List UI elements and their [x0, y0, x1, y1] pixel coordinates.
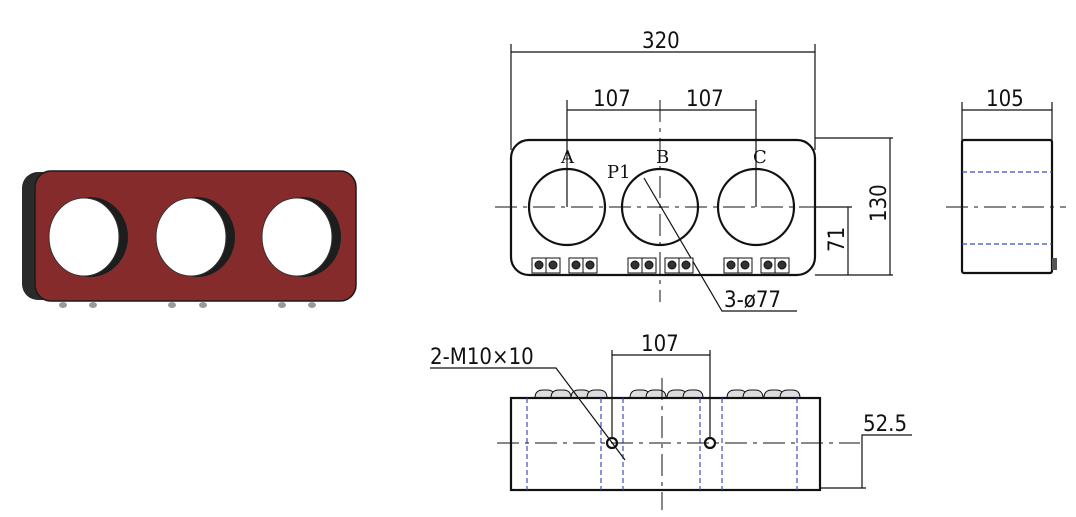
phase-label-c: C	[753, 147, 767, 168]
thread-callout: 2-M10×10	[430, 345, 534, 370]
side-view: 105	[946, 87, 1066, 275]
bottom-view: 107 52.5 2-M10×10	[430, 332, 912, 510]
product-render	[22, 170, 357, 308]
dim-center-height: 71	[825, 227, 850, 252]
dim-depth: 105	[986, 87, 1024, 112]
dim-height: 130	[867, 184, 892, 222]
hole-callout: 3-ø77	[724, 288, 781, 313]
front-view: 320 107 107 A B C P1 130 71 3-ø77	[495, 29, 893, 313]
dim-spacing-left: 107	[593, 87, 631, 112]
dim-spacing-right: 107	[686, 87, 724, 112]
phase-label-a: A	[560, 147, 575, 168]
dim-hole-spacing: 107	[641, 332, 679, 357]
dim-overall-width: 320	[642, 29, 680, 54]
phase-label-b: B	[656, 147, 669, 168]
dim-hole-height: 52.5	[863, 412, 907, 437]
terminal-blocks	[531, 257, 790, 274]
primary-label-p1: P1	[607, 162, 631, 183]
